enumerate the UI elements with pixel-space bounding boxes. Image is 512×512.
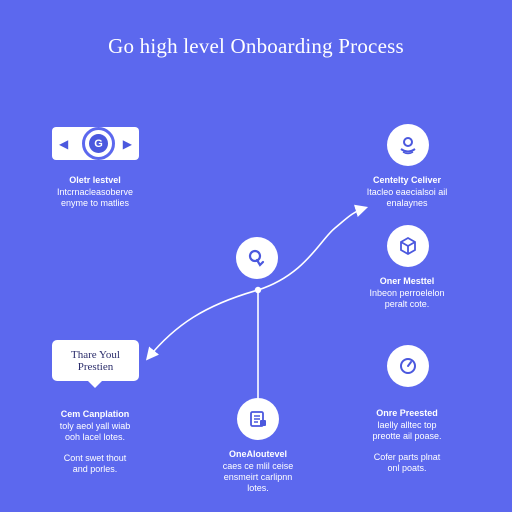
gauge-icon: [400, 358, 416, 374]
step-text-block: Onre Preested laelly alltec top preotte …: [332, 408, 482, 474]
step-heading: Oletr lestvel: [69, 175, 121, 185]
connector-hub: [254, 286, 262, 294]
right-arrow-icon[interactable]: ▶: [122, 137, 132, 151]
step-heading: OneAloutevel: [228, 449, 287, 459]
step-text-block: OneAloutevel caes ce mlil ceise ensmeirt…: [183, 449, 333, 494]
step-text-block: Cem Canplation toly aeol yall wiab ooh l…: [20, 409, 170, 475]
step-line: ooh lacel lotes.: [64, 432, 126, 442]
step-text-block: Oletr lestvel Intcrnacleasoberve enyme t…: [20, 175, 170, 209]
step-line: Cofer parts plnat: [373, 452, 441, 462]
page-title: Go high level Onboarding Process: [108, 34, 404, 58]
step-heading: Oner Mesttel: [379, 276, 435, 286]
step-line: Intcrnacleasoberve: [56, 187, 134, 197]
step-heading: Cem Canplation: [60, 409, 130, 419]
step-text-block: Centelty Celiver Itacleo eaecialsoi ail …: [332, 175, 482, 209]
callout-tail: [87, 380, 103, 388]
step-heading: Onre Preested: [376, 408, 438, 418]
callout-line: Prestien: [77, 360, 114, 373]
step-line: peralt cote.: [384, 299, 430, 309]
document-icon: [250, 411, 266, 427]
step-icon-circle: [387, 345, 429, 387]
step-icon-circle: [387, 225, 429, 267]
callout-bubble: Thare Youl Prestien: [52, 340, 139, 381]
cube-icon: [400, 236, 416, 256]
step-line: ensmeirt carlipnn: [223, 472, 293, 482]
step-line: toly aeol yall wiab: [59, 421, 131, 431]
step-line: caes ce mlil ceise: [222, 461, 294, 471]
step-icon-circle: [237, 398, 279, 440]
step-line: and porles.: [72, 464, 118, 474]
step-line: lotes.: [247, 483, 269, 493]
step-line: Inbeon perroelelon: [369, 288, 445, 298]
step-text-block: Oner Mesttel Inbeon perroelelon peralt c…: [332, 276, 482, 310]
callout-line: Thare Youl: [71, 348, 120, 361]
step-line: onl poats.: [387, 463, 427, 473]
step-line: enalaynes: [386, 198, 428, 208]
center-step-circle: [236, 237, 278, 279]
step-line: enyme to matlies: [60, 198, 130, 208]
step-line: Cont swet thout: [63, 453, 127, 463]
left-arrow-icon[interactable]: ◀: [59, 137, 69, 151]
step-line: preotte ail poase.: [372, 431, 442, 441]
g-logo-icon: G: [89, 134, 108, 153]
connector-to-callout: [145, 289, 259, 361]
pin-icon: [400, 137, 416, 155]
step-heading: Centelty Celiver: [372, 175, 442, 185]
nav-center-circle[interactable]: G: [82, 127, 115, 160]
step-line: Itacleo eaecialsoi ail: [366, 187, 448, 197]
hook-icon: [248, 249, 265, 267]
connector-to-top-right: [257, 204, 369, 291]
step-line: laelly alltec top: [377, 420, 437, 430]
step-icon-circle: [387, 124, 429, 166]
